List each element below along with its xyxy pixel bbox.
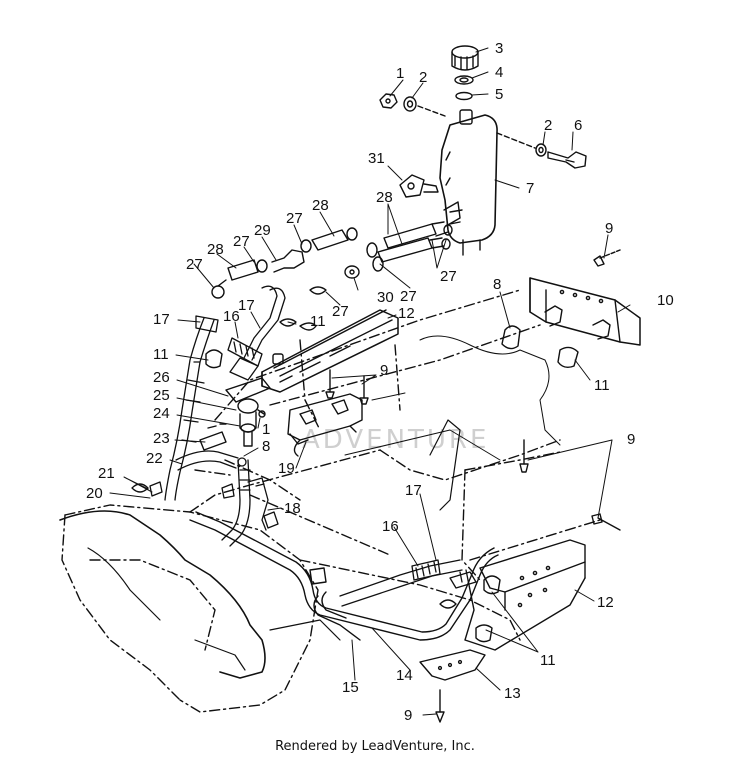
callout-28: 28 [312, 197, 329, 214]
callout-8: 8 [262, 438, 270, 455]
cap [451, 45, 479, 71]
callout-1: 1 [396, 65, 404, 82]
heat-exchanger-lower [464, 539, 586, 651]
callout-28: 28 [376, 189, 393, 206]
clamp-center [309, 265, 360, 295]
cover-plate [419, 649, 486, 681]
callout-2: 2 [544, 117, 552, 134]
hose-set-upper [366, 209, 463, 272]
bolt-right-vertical [519, 439, 529, 473]
callout-11: 11 [540, 652, 556, 669]
bent-tube [221, 459, 279, 547]
callout-27: 27 [286, 210, 303, 227]
nut [379, 93, 398, 109]
callout-4: 4 [495, 64, 503, 81]
callout-17: 17 [153, 311, 170, 328]
callout-1: 1 [262, 421, 270, 438]
callout-31: 31 [368, 150, 385, 167]
bolt-bottom [435, 689, 445, 723]
callout-29: 29 [254, 222, 271, 239]
callout-21: 21 [98, 465, 115, 482]
callout-12: 12 [597, 594, 614, 611]
heat-exchanger-upper [261, 309, 399, 393]
hose-left-second [227, 285, 286, 381]
callout-15: 15 [342, 679, 359, 696]
callout-7: 7 [526, 180, 534, 197]
bolt [547, 151, 587, 169]
callout-9: 9 [605, 220, 613, 237]
callout-27: 27 [186, 256, 203, 273]
valve-stack [225, 377, 271, 447]
callout-14: 14 [396, 667, 413, 684]
callout-16: 16 [382, 518, 399, 535]
callout-22: 22 [146, 450, 163, 467]
washer-right [535, 143, 547, 157]
bolt-upper-right [593, 249, 621, 267]
panel-edge [419, 335, 561, 446]
callout-17: 17 [238, 297, 255, 314]
front-chassis [59, 510, 266, 679]
small-fitting [199, 423, 227, 451]
callout-18: 18 [284, 500, 301, 517]
clamp-lower [439, 575, 501, 643]
coolant-bottle [439, 109, 498, 256]
callout-12: 12 [398, 305, 415, 322]
callout-3: 3 [495, 40, 503, 57]
callout-numbers: 1 2 3 4 5 2 6 7 31 28 28 27 29 27 28 27 … [86, 40, 674, 724]
callout-5: 5 [495, 86, 503, 103]
callout-26: 26 [153, 369, 170, 386]
callout-23: 23 [153, 430, 170, 447]
clamp-left [205, 318, 297, 369]
chassis-outline [61, 289, 601, 713]
hose-lower-left [131, 450, 247, 499]
callout-17: 17 [405, 482, 422, 499]
bracket [529, 277, 641, 346]
callout-9: 9 [380, 362, 388, 379]
callout-11: 11 [153, 346, 169, 363]
callout-27: 27 [233, 233, 250, 250]
tube-lower [313, 591, 361, 641]
callout-27: 27 [440, 268, 457, 285]
gasket [454, 75, 474, 85]
tube-long [189, 511, 499, 641]
callout-25: 25 [153, 387, 170, 404]
fitting [399, 174, 439, 198]
clamp-right [501, 325, 579, 369]
callout-6: 6 [574, 117, 582, 134]
callout-19: 19 [278, 460, 295, 477]
callout-30: 30 [377, 289, 394, 306]
hose-lower-right [339, 559, 477, 607]
bolt-pair [325, 369, 369, 405]
callout-28: 28 [207, 241, 224, 258]
mount-bracket [287, 393, 363, 457]
callout-11: 11 [310, 313, 326, 330]
o-ring [455, 91, 473, 101]
callout-11: 11 [594, 377, 610, 394]
callout-2: 2 [419, 69, 427, 86]
callout-16: 16 [223, 308, 240, 325]
callout-9: 9 [627, 431, 635, 448]
credit-text: Rendered by LeadVenture, Inc. [275, 739, 475, 754]
callout-27: 27 [332, 303, 349, 320]
callout-27: 27 [400, 288, 417, 305]
leader-lines [109, 47, 631, 716]
washer [403, 96, 417, 112]
callout-9: 9 [404, 707, 412, 724]
callout-10: 10 [657, 292, 674, 309]
callout-8: 8 [493, 276, 501, 293]
callout-13: 13 [504, 685, 521, 702]
callout-20: 20 [86, 485, 103, 502]
bolt-right-horizontal [591, 513, 621, 531]
watermark: ADVENTURE [302, 425, 489, 455]
callout-24: 24 [153, 405, 170, 422]
